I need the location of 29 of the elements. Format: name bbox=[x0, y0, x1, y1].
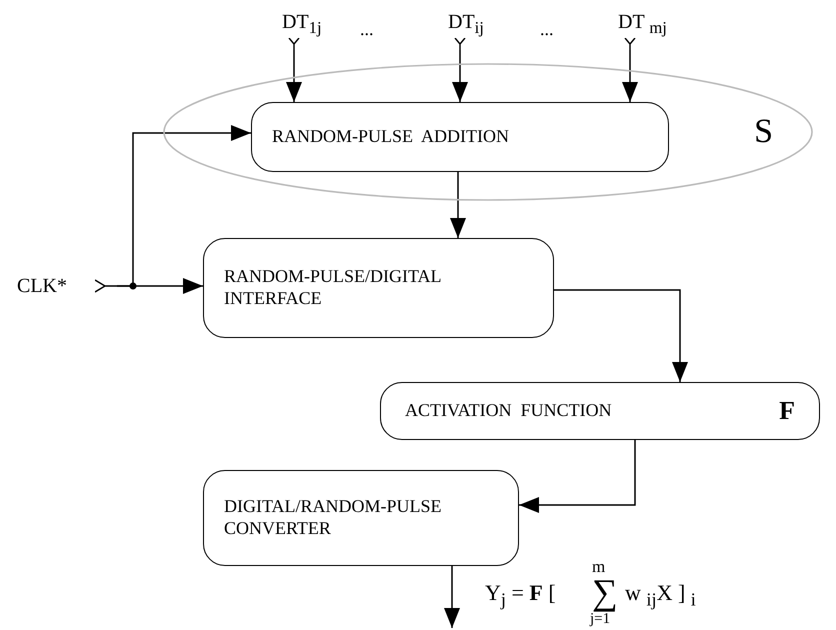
process-box bbox=[251, 102, 669, 172]
formula-text: Y$_{j}$ = F [ bbox=[485, 582, 556, 609]
arrow bbox=[452, 50, 468, 102]
arrow bbox=[286, 50, 302, 102]
signal-name: DT $_{mj}$ bbox=[618, 12, 667, 37]
arrow bbox=[519, 440, 636, 513]
box-label: RANDOM-PULSE/DIGITAL INTERFACE bbox=[224, 266, 442, 310]
box-label: DIGITAL/RANDOM-PULSE CONVERTER bbox=[224, 496, 443, 540]
process-box bbox=[203, 238, 554, 338]
formula-text: m bbox=[592, 558, 606, 575]
box-label: ACTIVATION FUNCTION bbox=[405, 400, 612, 422]
ellipsis-label: ... bbox=[540, 20, 554, 38]
formula-text: j=1 bbox=[590, 612, 610, 627]
process-box bbox=[203, 470, 519, 566]
box-label: RANDOM-PULSE ADDITION bbox=[272, 126, 509, 148]
formula-text: w $_{ij}$X ] $_{i}$ bbox=[625, 582, 696, 609]
sum-symbol-label: S bbox=[754, 113, 773, 151]
arrow bbox=[117, 278, 203, 294]
arrow bbox=[450, 172, 466, 238]
arrow bbox=[554, 289, 688, 382]
signal-name: DT$_{ij}$ bbox=[448, 12, 484, 37]
ellipsis-label: ... bbox=[360, 20, 374, 38]
arrow bbox=[622, 50, 638, 102]
signal-name: DT$_{1j}$ bbox=[282, 12, 322, 37]
process-box bbox=[380, 382, 820, 440]
formula-text: ∑ bbox=[592, 574, 618, 610]
signal-name: CLK* bbox=[17, 276, 67, 296]
function-symbol: F bbox=[779, 396, 795, 426]
arrow bbox=[444, 566, 460, 628]
